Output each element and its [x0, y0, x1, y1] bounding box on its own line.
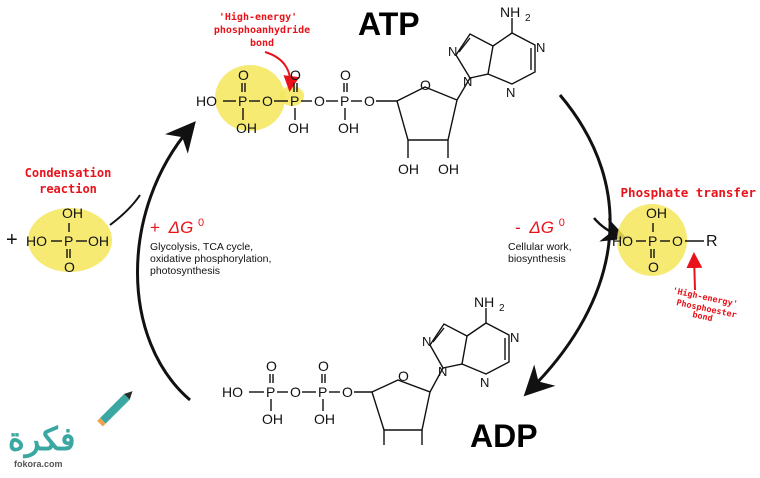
free-phosphate-right: OH — [88, 233, 109, 249]
condensation-label-line1: Condensation — [25, 166, 112, 180]
atp-bond-note-line2: phosphoanhydride — [214, 24, 310, 36]
atp-base-n1: N — [448, 44, 457, 59]
synthesis-line-2: oxidative phosphorylation, — [150, 253, 271, 265]
hydrolysis-line-1: Cellular work, — [508, 241, 572, 253]
synthesis-energy-note: + ΔG 0 Glycolysis, TCA cycle, oxidative … — [150, 217, 271, 277]
adp-ribose-ring-o: O — [398, 368, 409, 384]
synthesis-delta-superscript: 0 — [198, 217, 204, 229]
hydrolysis-delta-symbol: ΔG — [528, 218, 554, 237]
atp-chain-p3: P — [340, 93, 349, 109]
adp-base-n2: N — [438, 364, 447, 379]
synthesis-line-3: photosynthesis — [150, 265, 220, 277]
free-phosphate-top: OH — [62, 205, 83, 221]
atp-hydroxyl-2: OH — [288, 120, 309, 136]
atp-title: ATP — [358, 6, 420, 42]
transfer-phosphate-link-o: O — [672, 233, 683, 249]
adp-hydroxyl-2: OH — [314, 411, 335, 427]
free-phosphate-p: P — [64, 233, 73, 249]
site-watermark: فكرة fokora.com — [8, 391, 133, 469]
adp-amine-subscript: 2 — [499, 303, 505, 314]
atp-chain-o1: O — [262, 93, 273, 109]
atp-chain-o2: O — [314, 93, 325, 109]
condensation-group: Condensation reaction + OH HO P OH O — [6, 166, 112, 275]
pencil-icon — [97, 391, 133, 427]
adp-base-n3: N — [510, 330, 519, 345]
adp-chain-o2: O — [342, 384, 353, 400]
atp-hydroxyl-3: OH — [338, 120, 359, 136]
adp-base-n1: N — [422, 334, 431, 349]
watermark-site-text: fokora.com — [14, 459, 63, 469]
adp-purine-ring — [429, 323, 468, 369]
transfer-phosphate-left: HO — [612, 233, 633, 249]
atp-chain-p2: P — [290, 93, 299, 109]
atp-ribose-oh-right: OH — [438, 161, 459, 177]
atp-ribose-ring — [396, 86, 458, 141]
hydrolysis-arrow — [523, 94, 612, 397]
atp-chain-ho: HO — [196, 93, 217, 109]
atp-amine-subscript: 2 — [525, 13, 531, 24]
condensation-label-line2: reaction — [39, 182, 97, 196]
phosphoester-note-line3: bond — [691, 310, 713, 324]
hydrolysis-delta-superscript: 0 — [559, 217, 565, 229]
atp-base-n2: N — [463, 74, 472, 89]
atp-oxo-3: O — [340, 67, 351, 83]
transfer-phosphate-r: R — [706, 233, 718, 250]
adp-chain-p2: P — [318, 384, 327, 400]
atp-molecule: ATP 'High-energy' phosphoanhydride bond … — [196, 4, 545, 177]
transfer-phosphate-top: OH — [646, 205, 667, 221]
condensation-plus: + — [6, 229, 18, 251]
transferred-phosphate-highlight — [617, 204, 687, 276]
atp-amine: NH — [500, 4, 520, 20]
atp-hydroxyl-1: OH — [236, 120, 257, 136]
phosphoester-pointer-arrow — [686, 252, 703, 291]
atp-oxo-2: O — [290, 67, 301, 83]
hydrolysis-delta-g: - ΔG 0 — [515, 217, 565, 237]
phosphate-transfer-group: Phosphate transfer OH HO P O R O 'High-e… — [612, 185, 756, 324]
synthesis-delta-symbol: ΔG — [168, 218, 194, 237]
synthesis-delta-g: + ΔG 0 — [150, 217, 204, 237]
adp-molecule: ADP HO P O P O O O OH OH O NH 2 N N N N — [222, 294, 538, 454]
adp-chain-ho: HO — [222, 384, 243, 400]
atp-bond-note-line3: bond — [250, 38, 274, 49]
adp-base-n4: N — [480, 375, 489, 390]
hydrolysis-line-2: biosynthesis — [508, 253, 566, 265]
adp-ribose-ring — [371, 379, 431, 431]
adp-hydroxyl-1: OH — [262, 411, 283, 427]
transfer-phosphate-p: P — [648, 233, 657, 249]
atp-chain-p1: P — [238, 93, 247, 109]
condensation-join-arrow — [109, 194, 141, 226]
adp-chain-o1: O — [290, 384, 301, 400]
free-phosphate-bottom: O — [64, 259, 75, 275]
adp-title: ADP — [470, 418, 538, 454]
atp-ribose-oh-left: OH — [398, 161, 419, 177]
atp-purine-ring — [455, 33, 494, 79]
hydrolysis-delta-sign: - — [515, 218, 521, 237]
adp-oxo-2: O — [318, 358, 329, 374]
phosphate-transfer-label: Phosphate transfer — [621, 185, 757, 200]
synthesis-delta-sign: + — [150, 218, 160, 237]
atp-oxo-1: O — [238, 67, 249, 83]
synthesis-arrow — [136, 121, 196, 402]
adp-oxo-1: O — [266, 358, 277, 374]
free-phosphate-left: HO — [26, 233, 47, 249]
adp-chain-p1: P — [266, 384, 275, 400]
atp-base-n4: N — [506, 85, 515, 100]
atp-terminal-phosphate-highlight — [215, 65, 285, 131]
atp-base-n3: N — [536, 40, 545, 55]
synthesis-line-1: Glycolysis, TCA cycle, — [150, 241, 253, 253]
watermark-logo-text: فكرة — [8, 421, 75, 459]
transfer-phosphate-bottom: O — [648, 259, 659, 275]
adp-amine: NH — [474, 294, 494, 310]
atp-chain-o3: O — [364, 93, 375, 109]
atp-bond-note: 'High-energy' phosphoanhydride bond — [214, 11, 310, 49]
atp-bond-pointer-arrow — [264, 51, 300, 92]
free-phosphate-highlight — [28, 208, 112, 272]
hydrolysis-energy-note: - ΔG 0 Cellular work, biosynthesis — [508, 217, 572, 265]
atp-ribose-ring-o: O — [420, 77, 431, 93]
atp-bond-note-line1: 'High-energy' — [219, 11, 297, 23]
